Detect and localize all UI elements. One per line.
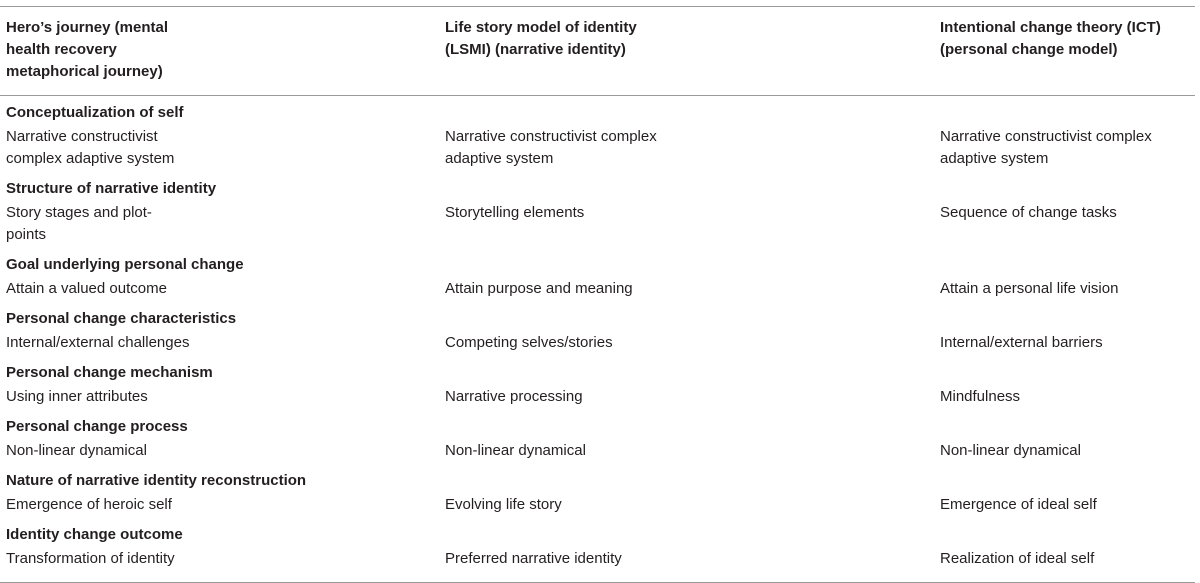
cell-text: Narrative constructivist complex adaptiv… — [940, 128, 1152, 167]
header-text-heros-journey: Hero’s journey (mental health recovery m… — [6, 19, 168, 80]
table-cell: Mindfulness — [940, 386, 1195, 416]
cell-text: Internal/external challenges — [6, 334, 190, 351]
table-cell: Attain purpose and meaning — [445, 278, 940, 308]
cell-text: Realization of ideal self — [940, 550, 1095, 567]
table-cell: Preferred narrative identity — [445, 548, 940, 578]
table-cell: Narrative constructivist complex adaptiv… — [940, 126, 1195, 178]
section-title: Personal change mechanism — [6, 364, 213, 381]
cell-text: Narrative processing — [445, 388, 583, 405]
cell-text: Narrative constructivist complex adaptiv… — [6, 128, 175, 167]
table-cell: Emergence of ideal self — [940, 494, 1195, 524]
cell-text: Emergence of ideal self — [940, 496, 1097, 513]
table-cell: Realization of ideal self — [940, 548, 1195, 578]
cell-text: Non-linear dynamical — [940, 442, 1081, 459]
table-header-rule — [0, 95, 1195, 96]
table-row: Attain a valued outcome Attain purpose a… — [0, 278, 1195, 308]
section-title: Personal change characteristics — [6, 310, 237, 327]
cell-text: Emergence of heroic self — [6, 496, 172, 513]
cell-text: Attain a personal life vision — [940, 280, 1119, 297]
cell-text: Mindfulness — [940, 388, 1021, 405]
table-cell: Attain a valued outcome — [0, 278, 445, 308]
section-title: Conceptualization of self — [6, 104, 184, 121]
cell-text: Sequence of change tasks — [940, 204, 1117, 221]
table-cell: Narrative processing — [445, 386, 940, 416]
cell-text: Story stages and plot-points — [6, 204, 152, 243]
table-cell: Using inner attributes — [0, 386, 445, 416]
table-row: Using inner attributes Narrative process… — [0, 386, 1195, 416]
table-row: Internal/external challenges Competing s… — [0, 332, 1195, 362]
cell-text: Transformation of identity — [6, 550, 175, 567]
cell-text: Attain a valued outcome — [6, 280, 167, 297]
section-title: Identity change outcome — [6, 526, 183, 543]
table-cell: Non-linear dynamical — [0, 440, 445, 470]
section-title: Goal underlying personal change — [6, 256, 244, 273]
cell-text: Internal/external barriers — [940, 334, 1103, 351]
table-row: Transformation of identity Preferred nar… — [0, 548, 1195, 578]
cell-text: Storytelling elements — [445, 204, 585, 221]
table-top-rule — [0, 6, 1195, 7]
cell-text: Narrative constructivist complex adaptiv… — [445, 128, 657, 167]
table-cell: Narrative constructivist complex adaptiv… — [445, 126, 940, 178]
table-cell: Transformation of identity — [0, 548, 445, 578]
table-row: Non-linear dynamical Non-linear dynamica… — [0, 440, 1195, 470]
header-cell-ict: Intentional change theory (ICT) (persona… — [940, 17, 1195, 89]
table-cell: Storytelling elements — [445, 202, 940, 254]
table-cell: Non-linear dynamical — [445, 440, 940, 470]
comparison-table: Hero’s journey (mental health recovery m… — [0, 6, 1195, 583]
table-cell: Sequence of change tasks — [940, 202, 1195, 254]
cell-text: Preferred narrative identity — [445, 550, 622, 567]
table-row: Narrative constructivist complex adaptiv… — [0, 126, 1195, 178]
cell-text: Non-linear dynamical — [6, 442, 147, 459]
table-cell: Evolving life story — [445, 494, 940, 524]
table-cell: Internal/external challenges — [0, 332, 445, 362]
table-body: Conceptualization of self Narrative cons… — [0, 96, 1195, 578]
table-cell: Internal/external barriers — [940, 332, 1195, 362]
header-text-lsmi: Life story model of identity (LSMI) (nar… — [445, 19, 637, 58]
header-text-ict: Intentional change theory (ICT) (persona… — [940, 19, 1161, 58]
header-cell-lsmi: Life story model of identity (LSMI) (nar… — [445, 17, 940, 89]
cell-text: Competing selves/stories — [445, 334, 613, 351]
table-cell: Story stages and plot-points — [0, 202, 445, 254]
header-cell-heros-journey: Hero’s journey (mental health recovery m… — [0, 17, 445, 89]
cell-text: Using inner attributes — [6, 388, 148, 405]
cell-text: Non-linear dynamical — [445, 442, 586, 459]
cell-text: Evolving life story — [445, 496, 562, 513]
table-row: Emergence of heroic self Evolving life s… — [0, 494, 1195, 524]
table-row: Story stages and plot-points Storytellin… — [0, 202, 1195, 254]
table-cell: Non-linear dynamical — [940, 440, 1195, 470]
table-cell: Emergence of heroic self — [0, 494, 445, 524]
section-title: Nature of narrative identity reconstruct… — [6, 472, 307, 489]
section-title: Structure of narrative identity — [6, 180, 217, 197]
table-header-row: Hero’s journey (mental health recovery m… — [0, 7, 1195, 89]
section-title: Personal change process — [6, 418, 188, 435]
table-cell: Competing selves/stories — [445, 332, 940, 362]
table-cell: Narrative constructivist complex adaptiv… — [0, 126, 445, 178]
table-cell: Attain a personal life vision — [940, 278, 1195, 308]
cell-text: Attain purpose and meaning — [445, 280, 633, 297]
